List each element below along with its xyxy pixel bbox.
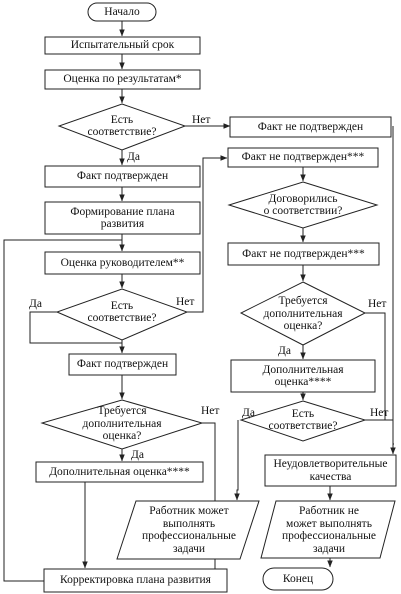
branch-no-label: Нет bbox=[192, 114, 211, 126]
branch-yes-label: Да bbox=[127, 151, 140, 163]
start-terminal bbox=[87, 2, 157, 22]
extra-needed-decision-left bbox=[40, 399, 204, 450]
connector bbox=[29, 311, 122, 344]
assessment-results-box bbox=[44, 69, 201, 90]
match-decision-3 bbox=[239, 400, 367, 442]
unsatisfactory-box bbox=[264, 454, 397, 487]
branch-no-label: Нет bbox=[201, 405, 220, 417]
can-perform-parallelogram bbox=[116, 500, 260, 560]
connector bbox=[3, 239, 122, 582]
cannot-perform-parallelogram bbox=[260, 500, 396, 559]
branch-yes-label: Да bbox=[29, 298, 42, 310]
probation-box bbox=[44, 36, 201, 55]
branch-yes-label: Да bbox=[242, 407, 255, 419]
branch-no-label: Нет bbox=[368, 298, 387, 310]
branch-no-label: Нет bbox=[370, 407, 389, 419]
adjust-plan-box bbox=[43, 568, 228, 593]
manager-assessment-box bbox=[44, 251, 201, 275]
extra-assessment-box-right bbox=[230, 359, 376, 393]
branch-no-label: Нет bbox=[176, 296, 195, 308]
node-shapes bbox=[35, 2, 397, 593]
match-decision-2 bbox=[55, 288, 189, 341]
branch-yes-label: Да bbox=[278, 345, 291, 357]
dev-plan-box bbox=[44, 201, 201, 235]
extra-needed-decision-right bbox=[239, 281, 367, 346]
connector bbox=[234, 420, 240, 501]
confirmed-box-1 bbox=[44, 165, 201, 188]
agreed-decision bbox=[227, 181, 379, 229]
not-confirmed-box-2 bbox=[227, 147, 379, 168]
not-confirmed-box-3 bbox=[227, 242, 380, 266]
match-decision-1 bbox=[57, 103, 187, 151]
connectors bbox=[3, 21, 396, 582]
extra-assessment-box-left bbox=[35, 461, 204, 483]
connector bbox=[392, 126, 394, 445]
confirmed-box-2 bbox=[68, 353, 177, 376]
connector bbox=[187, 155, 228, 313]
end-terminal bbox=[262, 567, 334, 591]
branch-yes-label: Да bbox=[131, 449, 144, 461]
connector bbox=[365, 312, 386, 420]
not-confirmed-box-1 bbox=[229, 116, 392, 138]
